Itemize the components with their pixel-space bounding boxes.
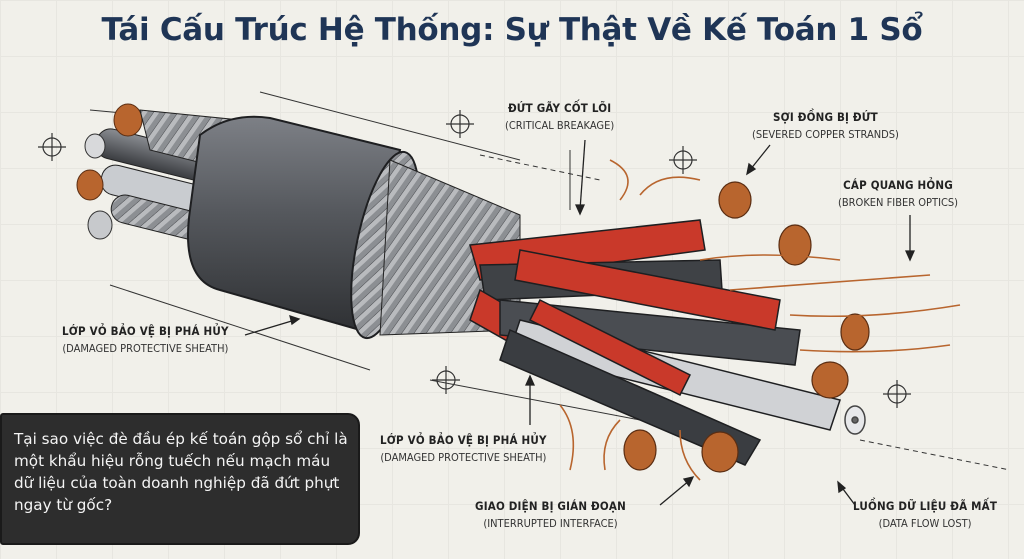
question-box: Tại sao việc đè đầu ép kế toán gộp sổ ch… — [0, 413, 360, 545]
fiber-optic — [844, 405, 866, 435]
arrow-icon — [244, 139, 916, 506]
label-severed-copper: SỢI ĐỒNG BỊ ĐỨT (SEVERED COPPER STRANDS) — [752, 110, 899, 141]
dimension-line-left — [109, 284, 371, 371]
label-damaged-sheath-bottom: LỚP VỎ BẢO VỆ BỊ PHÁ HỦY (DAMAGED PROTEC… — [380, 433, 547, 464]
copper-strands — [623, 181, 870, 473]
label-data-flow-lost: LUỒNG DỮ LIỆU ĐÃ MẤT (DATA FLOW LOST) — [853, 499, 998, 530]
crosshair-icon — [432, 366, 460, 394]
crosshair-icon — [669, 146, 697, 174]
label-interrupted-interface: GIAO DIỆN BỊ GIÁN ĐOẠN (INTERRUPTED INTE… — [475, 499, 626, 530]
page-title: Tái Cấu Trúc Hệ Thống: Sự Thật Về Kế Toá… — [101, 12, 923, 48]
label-damaged-sheath-left: LỚP VỎ BẢO VỆ BỊ PHÁ HỦY (DAMAGED PROTEC… — [62, 324, 229, 355]
crosshair-icon — [446, 110, 474, 138]
label-broken-fiber: CÁP QUANG HỎNG (BROKEN FIBER OPTICS) — [838, 178, 959, 209]
label-critical-breakage: ĐỨT GÃY CỐT LÕI (CRITICAL BREAKAGE) — [505, 101, 615, 132]
crosshair-icon — [38, 133, 66, 161]
dimension-line-top — [259, 91, 521, 161]
frayed-strands — [559, 159, 961, 481]
outer-jacket — [187, 115, 521, 340]
inner-wires — [469, 219, 841, 466]
crosshair-icon — [883, 380, 911, 408]
